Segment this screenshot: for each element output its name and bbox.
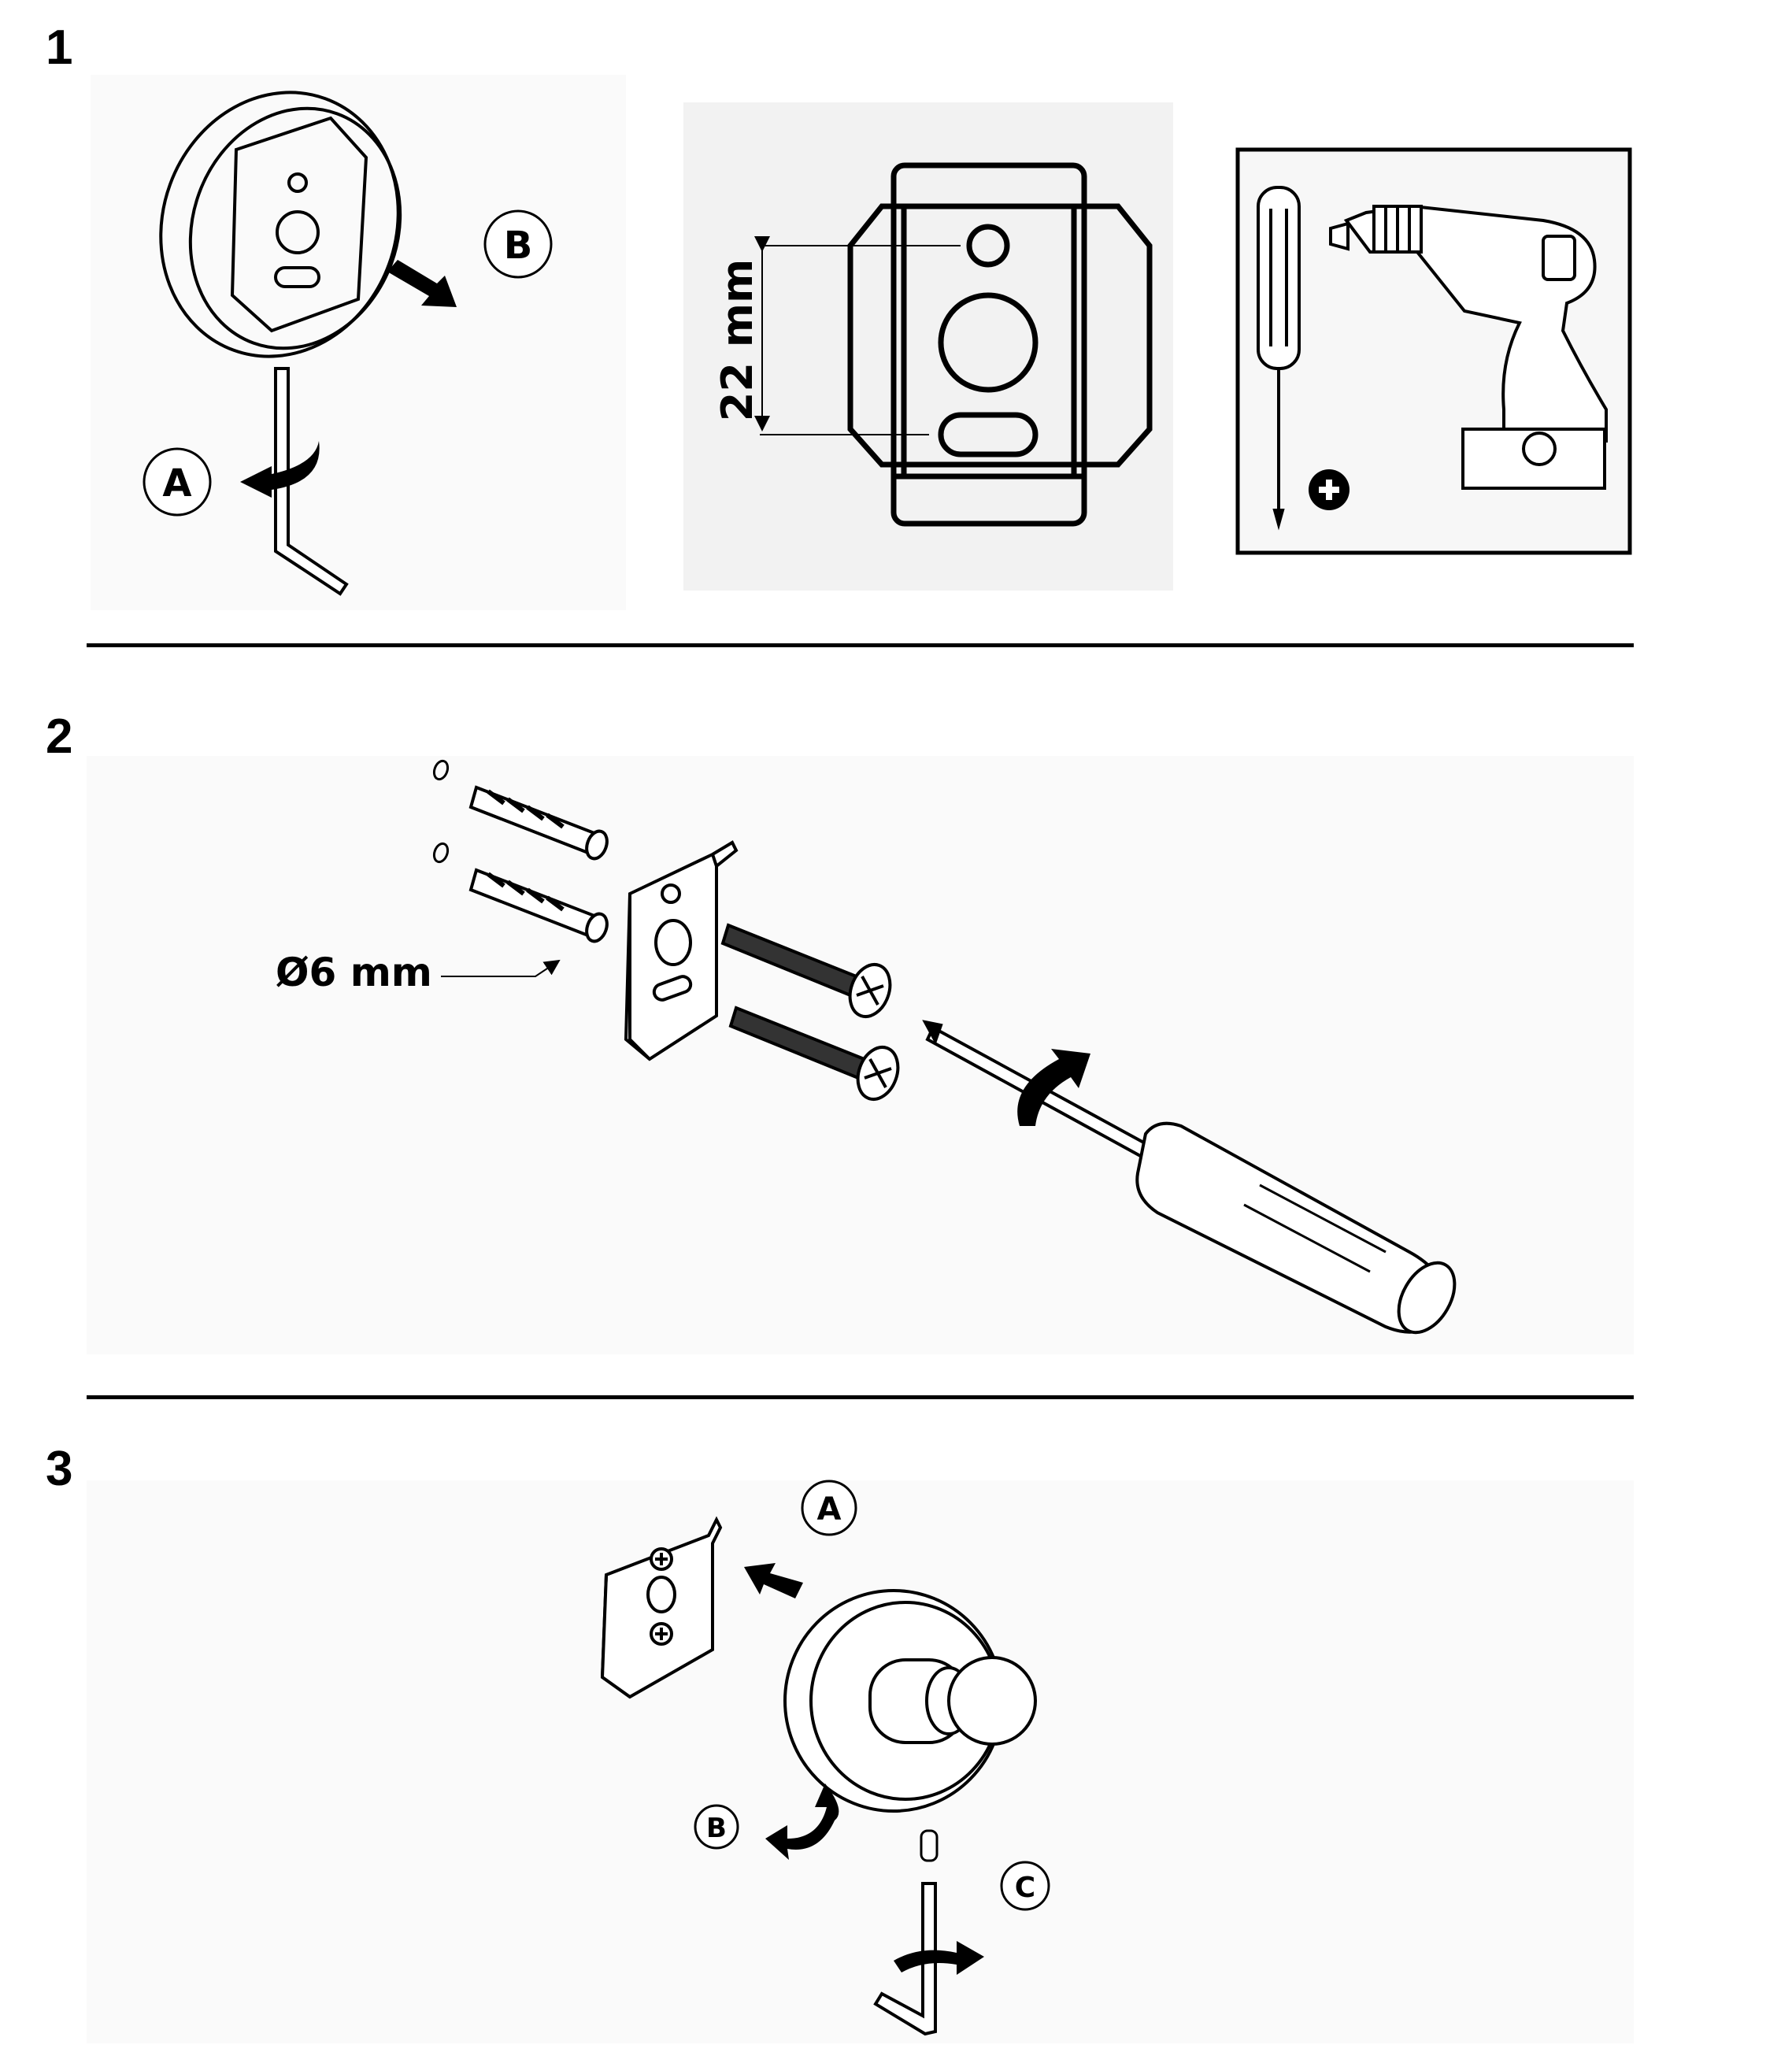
step-2-wall-anchor-bottom <box>468 868 609 943</box>
step-2-number: 2 <box>46 709 73 764</box>
step-2-wall-holes <box>432 759 450 864</box>
step-1-base-unit <box>159 91 402 358</box>
step-3-callout-b: B <box>694 1804 739 1850</box>
step-3-doorbell-unit <box>783 1589 1037 1813</box>
step-2-screw-top <box>720 923 892 1018</box>
step-3-number: 3 <box>46 1442 73 1496</box>
step-2-diameter-callout: Ø6 mm <box>276 950 561 995</box>
step-1-dimension-line <box>754 236 961 435</box>
step-2-screw-bottom <box>728 1006 900 1101</box>
step-3-callout-c-label: C <box>1015 1872 1035 1904</box>
step-1-pull-arrow-icon <box>387 260 457 307</box>
screwdriver-icon <box>1257 186 1301 531</box>
step-3-callout-a: A <box>801 1480 857 1536</box>
plus-circle-icon <box>1309 469 1350 510</box>
step-1-bracket-front <box>847 162 1153 527</box>
step-3-callout-b-label: B <box>706 1813 727 1844</box>
step-1-callout-b: B <box>483 209 553 279</box>
step-3-callout-a-label: A <box>817 1491 842 1528</box>
step-1-callout-a-label: A <box>162 461 191 506</box>
step-1-number: 1 <box>46 20 73 75</box>
step-3-callout-c: C <box>1000 1861 1050 1911</box>
step-1-callout-a: A <box>143 447 212 517</box>
power-drill-icon <box>1329 204 1608 490</box>
step-3-wall-bracket <box>600 1516 723 1699</box>
step-2-diameter-label: Ø6 mm <box>276 950 432 995</box>
step-2-rotate-arrow-icon <box>1017 1049 1090 1126</box>
step-1-rotate-arrow-icon <box>240 441 320 498</box>
step-3-push-arrow-icon <box>744 1563 803 1598</box>
step-3-rotate-arrow-icon <box>765 1783 839 1860</box>
step-3-set-screw <box>920 1829 939 1862</box>
step-2-wall-anchor-top <box>468 785 609 861</box>
step-3-turn-arrow-icon <box>894 1941 984 1975</box>
step-1-dimension-label: 22 mm <box>713 259 762 421</box>
step-1-callout-b-label: B <box>504 224 533 268</box>
divider-2 <box>87 1395 1634 1399</box>
step-1-hex-key <box>274 367 349 596</box>
step-2-screwdriver <box>922 1020 1457 1335</box>
divider-1 <box>87 643 1634 647</box>
step-2-mounting-bracket <box>624 840 739 1061</box>
